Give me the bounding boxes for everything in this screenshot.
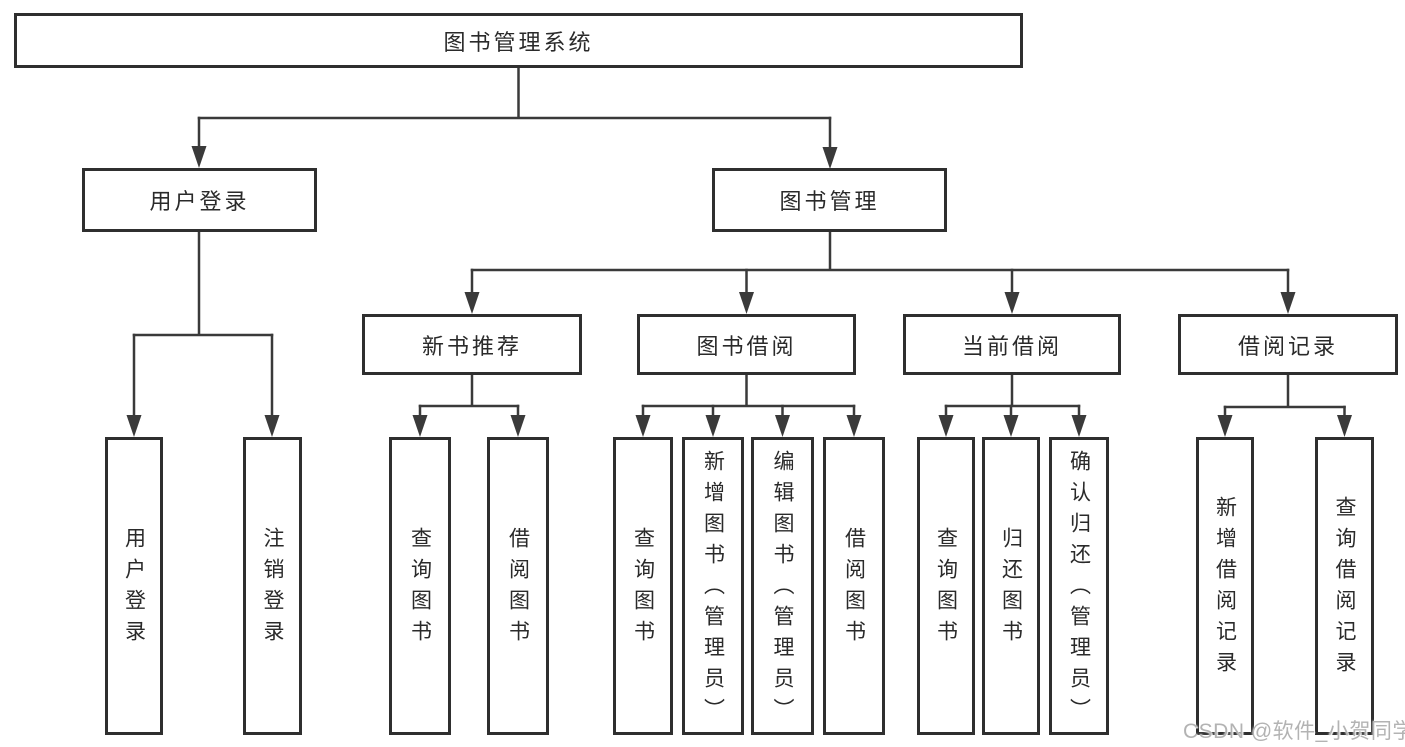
node-confirm-return-admin: 确认归还（管理员） <box>1049 437 1109 735</box>
node-current-borrowing: 当前借阅 <box>903 314 1121 375</box>
node-new-book-recommendation: 新书推荐 <box>362 314 582 375</box>
node-query-books-recommend: 查询图书 <box>389 437 451 735</box>
node-borrowing-records: 借阅记录 <box>1178 314 1398 375</box>
node-return-books: 归还图书 <box>982 437 1040 735</box>
node-user-login-branch: 用户登录 <box>82 168 317 232</box>
node-library-management-system: 图书管理系统 <box>14 13 1023 68</box>
node-query-borrow-record: 查询借阅记录 <box>1315 437 1374 735</box>
node-user-login: 用户登录 <box>105 437 163 735</box>
node-add-borrow-record: 新增借阅记录 <box>1196 437 1254 735</box>
node-logout: 注销登录 <box>243 437 302 735</box>
node-book-borrowing: 图书借阅 <box>637 314 856 375</box>
node-add-books-admin: 新增图书（管理员） <box>682 437 744 735</box>
node-borrow-books-recommend: 借阅图书 <box>487 437 549 735</box>
node-edit-books-admin: 编辑图书（管理员） <box>751 437 814 735</box>
node-book-management: 图书管理 <box>712 168 947 232</box>
watermark: CSDN @软件_小贺同学 <box>1183 720 1405 743</box>
node-query-books-borrowing: 查询图书 <box>613 437 673 735</box>
node-borrow-books-borrowing: 借阅图书 <box>823 437 885 735</box>
node-query-books-current: 查询图书 <box>917 437 975 735</box>
